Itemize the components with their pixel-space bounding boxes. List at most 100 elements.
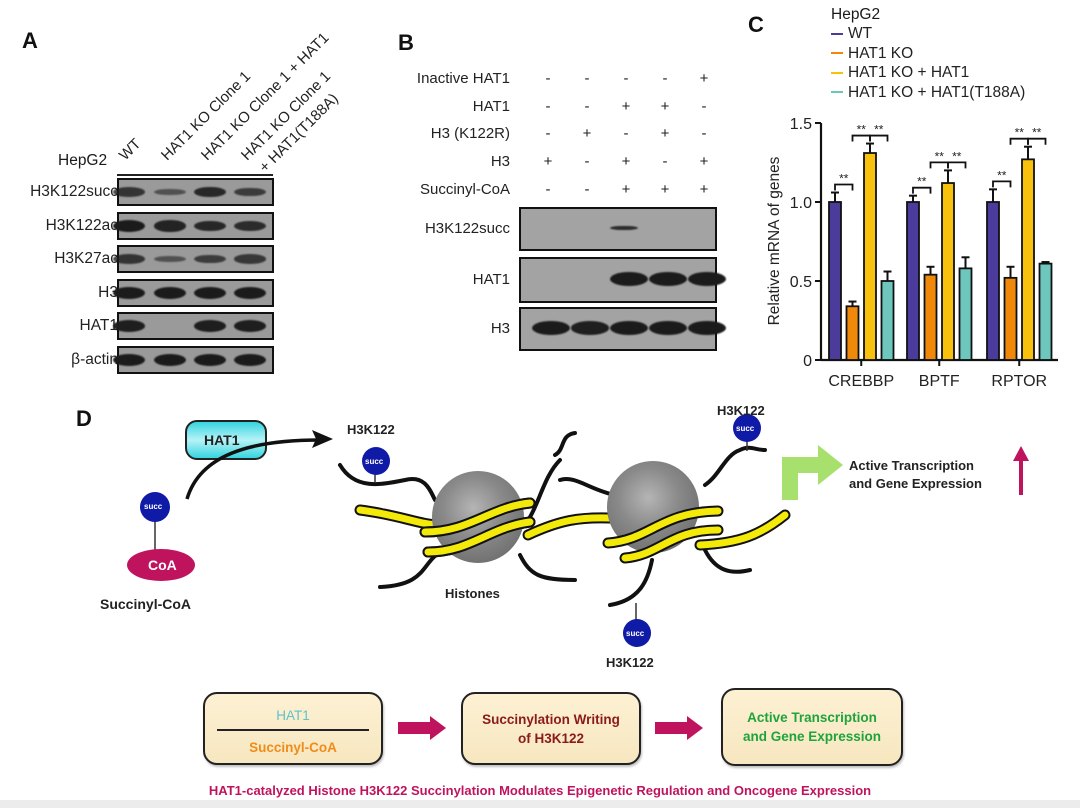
panel-b-letter: B [398,30,414,55]
flow-mid-line2: of H3K122 [517,731,585,746]
blot-band [234,354,266,366]
legend-item: HAT1 KO + HAT1(T188A) [831,84,1025,102]
blot-strip [519,207,717,251]
lane-header-line [117,174,273,176]
histones-label: Histones [445,586,500,601]
h3k122-label-2: H3K122 [717,403,765,418]
condition-label: HAT1 [472,98,510,115]
condition-sign: - [701,98,707,115]
significance-label: ** [917,175,927,189]
blot-band [610,272,648,286]
blot-band [194,254,226,264]
chart-title: HepG2 [831,6,881,23]
significance-label: ** [952,149,962,163]
blot-band [610,225,638,231]
condition-label: H3 (K122R) [430,125,510,142]
x-tick-label: BPTF [919,373,960,390]
condition-sign: + [699,181,709,198]
y-axis-label: Relative mRNA of genes [766,156,783,325]
flow-arrow-2-icon [655,716,703,740]
bar-rptor-1 [1003,276,1018,361]
blot-band [154,220,186,232]
bar-crebbp-1 [845,305,860,361]
bottom-strip [0,800,1080,808]
y-tick-label: 0 [803,353,812,370]
blot-band [234,320,266,332]
legend-item: WT [831,25,872,43]
blot-band [532,321,570,335]
panel-d-letter: D [76,406,92,431]
panel-a-letter: A [22,28,38,53]
blot-band [154,354,186,366]
y-tick-label: 0.5 [790,274,812,291]
significance-bracket [834,183,854,191]
blot-band [154,188,186,196]
bar-rptor-3 [1038,262,1053,361]
cell-line-label: HepG2 [58,152,108,169]
bar-bptf-2 [941,182,955,361]
blot-band [113,220,145,232]
flow-succinyl-coa-label: Succinyl-CoA [249,740,337,755]
blot-label: H3 [490,320,510,337]
condition-sign: + [660,181,670,198]
bar-crebbp-3 [880,280,895,361]
condition-sign: + [543,153,553,170]
succ-group-icon [362,447,390,475]
outcome-line1: Active Transcription [849,458,974,473]
blot-label: HAT1 [79,317,118,334]
condition-sign: + [699,153,709,170]
coa-label: CoA [148,557,177,573]
legend-label: HAT1 KO + HAT1 [848,64,970,81]
legend-label: HAT1 KO [848,44,914,62]
condition-sign: + [699,70,709,87]
blot-band [234,220,266,232]
bar-bptf-0 [906,201,920,361]
blot-band [649,321,687,335]
significance-bracket [1027,137,1047,145]
condition-sign: + [621,181,631,198]
significance-bracket [947,161,967,169]
condition-sign: + [582,125,592,142]
succ-label: succ [365,457,384,466]
legend-swatch [831,32,843,35]
outcome-line2: and Gene Expression [849,476,982,491]
succ-group-icon [623,619,651,647]
legend-swatch [831,91,843,94]
significance-label: ** [1032,126,1042,140]
blot-band [113,320,145,332]
condition-sign: - [662,153,668,170]
blot-band [234,254,266,264]
succ-group-icon [733,414,761,442]
significance-label: ** [935,149,945,163]
blot-band [113,287,145,299]
condition-sign: + [621,153,631,170]
flow-box-inputs: HAT1 Succinyl-CoA [203,692,383,765]
bar-rptor-0 [986,201,1000,361]
upregulation-arrow-icon [1013,446,1029,461]
succ-label: succ [144,502,163,511]
x-tick-label: RPTOR [991,373,1047,390]
blot-band [234,187,266,197]
bar-bptf-3 [958,267,973,361]
x-tick-label: CREBBP [828,373,894,390]
blot-strip [519,307,726,351]
flow-divider [217,729,369,731]
histone-octamer-2 [607,461,699,553]
condition-label: H3 [490,153,510,170]
blot-band [688,272,726,286]
flow-box-outcome: Active Transcription and Gene Expression [721,688,903,766]
condition-sign: - [545,98,551,115]
blot-band [113,187,145,197]
condition-sign: - [701,125,707,142]
blot-label: H3K122succ [30,183,118,200]
blot-label: β-actin [71,351,118,368]
significance-label: ** [1015,126,1025,140]
condition-sign: + [660,98,670,115]
blot-band [688,321,726,335]
hat1-enzyme-label: HAT1 [204,432,240,448]
blot-band [113,354,145,366]
legend-label: HAT1 KO + HAT1(T188A) [848,83,1026,101]
succ-label: succ [736,424,755,433]
significance-bracket [869,134,889,142]
